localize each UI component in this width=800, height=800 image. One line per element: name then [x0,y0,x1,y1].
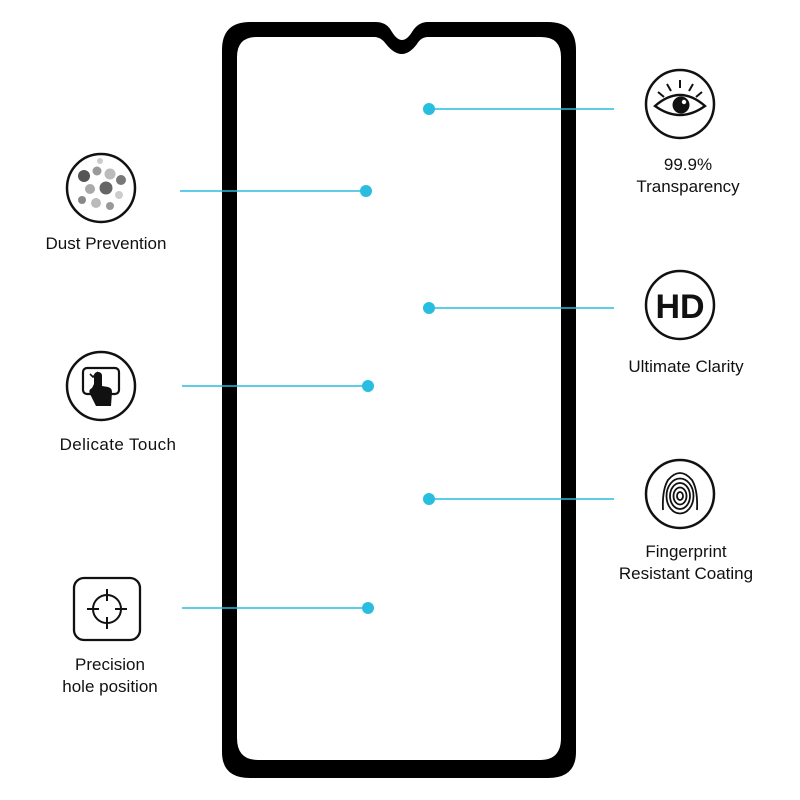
delicate-touch-label: Delicate Touch [59,435,177,454]
fingerprint-icon [644,458,716,530]
finger-touch-icon [65,350,137,422]
delicate-touch-pointer [182,380,374,392]
precision-hole-label: Precision hole position [62,655,158,696]
ultimate-clarity-label: Ultimate Clarity [628,357,744,376]
transparency-pointer [423,103,614,115]
fingerprint-pointer [423,493,614,505]
clarity-pointer [423,302,614,314]
dust-prevention-label: Dust Prevention [45,234,167,253]
precision-hole-pointer [182,602,374,614]
dust-prevention-pointer [180,185,372,197]
dust-particles-icon [65,152,137,224]
hd-badge-text: HD [655,288,704,326]
fingerprint-label: Fingerprint Resistant Coating [618,542,754,583]
hd-icon: HD [644,269,716,341]
transparency-label: 99.9% Transparency [636,155,740,196]
crosshair-icon [72,576,142,642]
screen-protector-frame [222,22,576,778]
eye-icon [644,68,716,140]
